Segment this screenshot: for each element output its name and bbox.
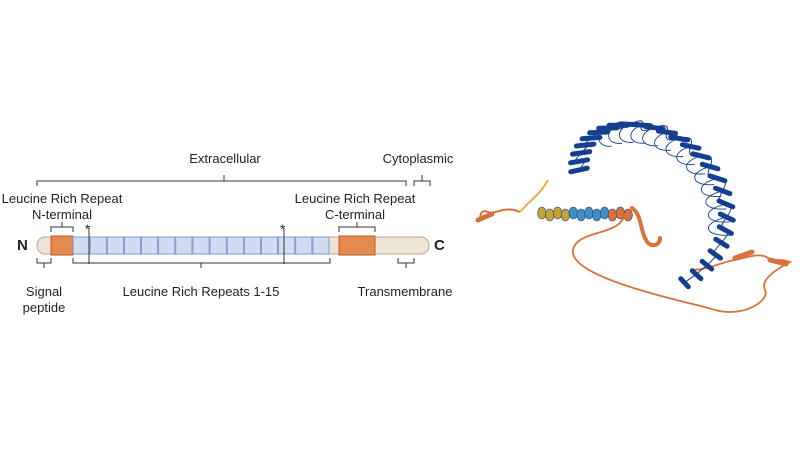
cytoplasmic-label: Cytoplasmic: [377, 151, 459, 167]
lrr-c-terminal-bracket: [339, 222, 375, 232]
beta-strand: [682, 145, 699, 149]
leucine-rich-repeats: [73, 237, 329, 254]
helix-turn: [593, 209, 602, 221]
lrr-n-terminal-label-line1: Leucine Rich Repeat: [0, 191, 124, 207]
beta-strand: [571, 160, 588, 163]
signal-peptide-label: Signal peptide: [12, 284, 76, 316]
leucine-rich-repeat-box: [176, 237, 192, 254]
structure-lrr-horseshoe: [571, 121, 734, 287]
beta-strand: [576, 144, 594, 146]
lrr-n-terminal-bracket: [51, 222, 73, 232]
signal-peptide-label-line1: Signal: [12, 284, 76, 300]
extracellular-label: Extracellular: [185, 151, 265, 167]
structure-linker: [520, 180, 548, 212]
beta-strand: [582, 137, 600, 138]
helix-turn: [577, 209, 586, 221]
beta-strand: [719, 201, 733, 207]
signal-peptide-label-line2: peptide: [12, 300, 76, 316]
leucine-rich-repeat-box: [210, 237, 226, 254]
structure-orange-hairpin: [632, 208, 660, 245]
beta-strand: [590, 132, 608, 133]
helix-turn: [608, 209, 617, 221]
beta-strand: [716, 239, 727, 246]
cytoplasmic-bracket: [414, 175, 430, 186]
leucine-rich-repeat-box: [73, 237, 89, 254]
leucine-rich-repeat-box: [107, 237, 123, 254]
leucine-rich-repeat-box: [244, 237, 260, 254]
lrr-c-terminal-label-line2: C-terminal: [293, 207, 417, 223]
beta-strand: [671, 137, 688, 140]
helix-turn: [569, 207, 578, 219]
signal-peptide-bracket: [37, 258, 51, 268]
leucine-rich-repeat-box: [193, 237, 209, 254]
transmembrane-bracket: [398, 258, 414, 268]
leucine-rich-repeat-box: [90, 237, 106, 254]
n-terminus-label: N: [17, 237, 28, 254]
helix-turn: [585, 207, 594, 219]
beta-strand: [571, 168, 588, 172]
lrr-c-terminal-domain: [339, 236, 375, 255]
lrr-repeats-label: Leucine Rich Repeats 1-15: [115, 284, 287, 300]
beta-strand: [710, 251, 720, 258]
leucine-rich-repeat-box: [142, 237, 158, 254]
lrr-c-terminal-label: Leucine Rich Repeat C-terminal: [293, 191, 417, 223]
leucine-rich-repeat-box: [227, 237, 243, 254]
beta-strand: [681, 279, 689, 287]
leucine-rich-repeat-box: [159, 237, 175, 254]
helix-turn: [553, 207, 562, 219]
leucine-rich-repeat-box: [279, 237, 295, 254]
horseshoe-coil: [575, 121, 731, 283]
helix-turn: [538, 207, 547, 219]
structure-helix: [538, 207, 633, 221]
transmembrane-label: Transmembrane: [350, 284, 460, 300]
helix-turn: [600, 207, 609, 219]
beta-strand: [658, 131, 675, 133]
asterisk-left: *: [85, 221, 90, 237]
leucine-rich-repeat-box: [313, 237, 329, 254]
lrr-n-terminal-domain: [51, 236, 73, 255]
helix-turn: [561, 209, 570, 221]
helix-turn: [546, 209, 555, 221]
beta-strand: [719, 227, 731, 234]
lrr-c-terminal-label-line1: Leucine Rich Repeat: [293, 191, 417, 207]
asterisk-right: *: [280, 221, 285, 237]
lrr-n-terminal-label-line2: N-terminal: [0, 207, 124, 223]
lrr-n-terminal-label: Leucine Rich Repeat N-terminal: [0, 191, 124, 223]
lrr-repeats-bracket: [73, 258, 330, 268]
structure-c-tail: [573, 214, 790, 312]
leucine-rich-repeat-box: [124, 237, 140, 254]
leucine-rich-repeat-box: [296, 237, 312, 254]
extracellular-bracket: [37, 175, 406, 186]
c-terminus-label: C: [434, 237, 445, 254]
leucine-rich-repeat-box: [261, 237, 277, 254]
beta-strand: [573, 152, 590, 155]
protein-structure-illustration: [478, 121, 790, 312]
